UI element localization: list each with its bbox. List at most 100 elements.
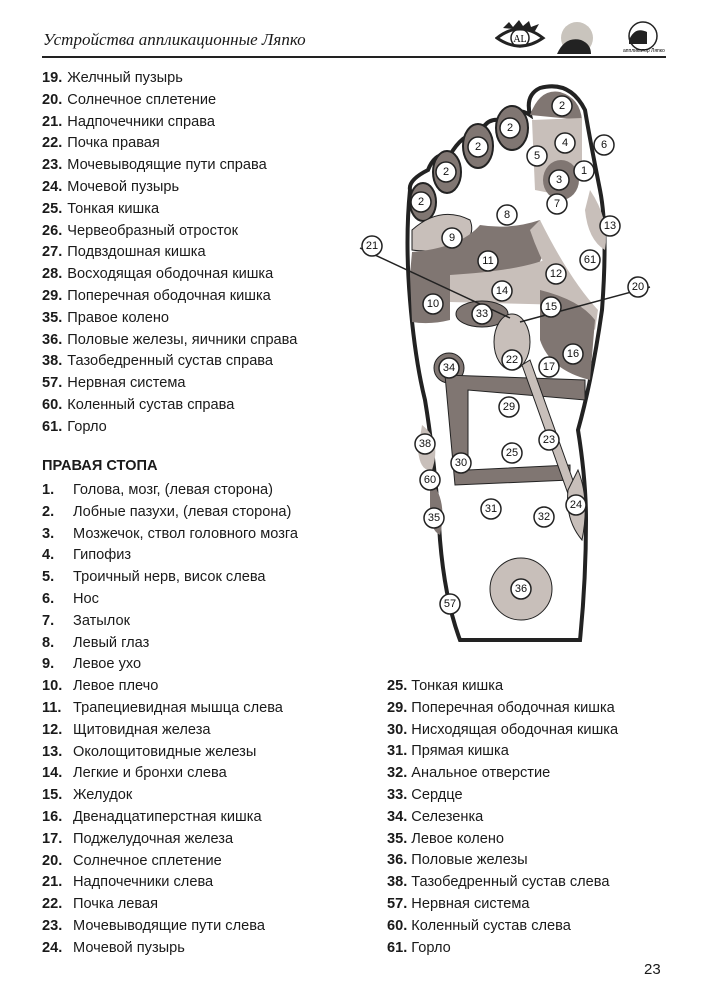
marker-circle	[441, 227, 463, 249]
item-number: 34.	[387, 808, 408, 825]
item-text: Гипофиз	[73, 547, 132, 564]
item-number: 35.	[42, 309, 63, 326]
zone-marker: 32	[533, 506, 555, 528]
list-item: 26.Червеобразный отросток	[42, 221, 297, 243]
list-item: 29.Поперечная ободочная кишка	[387, 698, 618, 720]
list-item: 1.Голова, мозг, (левая сторона)	[42, 480, 298, 502]
list-item: 27.Подвздошная кишка	[42, 242, 297, 264]
list-item: 60.Коленный сустав справа	[42, 395, 297, 417]
list-item: 20.Солнечное сплетение	[42, 851, 298, 873]
item-text: Сердце	[411, 786, 463, 803]
item-number: 61.	[42, 418, 63, 435]
marker-label: 3	[556, 174, 562, 186]
marker-label: 60	[424, 474, 436, 486]
eye-logo-icon: AL	[495, 20, 546, 48]
marker-circle	[545, 263, 567, 285]
zone-marker: 29	[498, 396, 520, 418]
zone-marker: 10	[422, 293, 444, 315]
item-number: 13.	[42, 743, 63, 760]
marker-label: 4	[562, 137, 568, 149]
item-text: Червеобразный отросток	[67, 222, 238, 239]
item-number: 23.	[42, 917, 63, 934]
marker-circle	[499, 117, 521, 139]
item-number: 16.	[42, 808, 63, 825]
item-text: Коленный сустав справа	[67, 396, 235, 413]
page-number: 23	[644, 961, 661, 978]
item-number: 29.	[387, 699, 408, 716]
item-text: Поперечная ободочная кишка	[67, 287, 271, 304]
marker-label: 2	[443, 166, 449, 178]
zone-marker: 14	[491, 280, 513, 302]
item-text: Щитовидная железа	[73, 721, 211, 738]
item-text: Лобные пазухи, (левая сторона)	[73, 503, 292, 520]
item-number: 61.	[387, 939, 408, 956]
item-number: 8.	[42, 634, 55, 651]
applicator-logo-icon: аппликатор Ляпко	[623, 21, 665, 54]
marker-circle	[538, 429, 560, 451]
marker-circle	[491, 280, 513, 302]
item-number: 38.	[387, 874, 408, 891]
item-number: 20.	[42, 852, 63, 869]
list-item: 17.Поджелудочная железа	[42, 829, 298, 851]
marker-label: 31	[485, 503, 497, 515]
marker-circle	[565, 494, 587, 516]
item-number: 29.	[42, 287, 63, 304]
item-text: Правое колено	[67, 309, 170, 326]
zone-marker: 5	[526, 145, 548, 167]
marker-label: 61	[584, 254, 596, 266]
zone-marker: 2	[410, 191, 432, 213]
list-item: 33.Сердце	[387, 785, 618, 807]
marker-circle	[422, 293, 444, 315]
item-text: Левое колено	[411, 830, 505, 847]
marker-circle	[423, 507, 445, 529]
zone-marker: 33	[471, 303, 493, 325]
zone-marker: 2	[435, 161, 457, 183]
marker-circle	[471, 303, 493, 325]
list-item: 23.Мочевыводящие пути справа	[42, 155, 297, 177]
marker-circle	[450, 452, 472, 474]
item-number: 32.	[387, 765, 408, 782]
list-item: 29.Поперечная ободочная кишка	[42, 286, 297, 308]
item-text: Мочевой пузырь	[67, 178, 180, 195]
marker-circle	[501, 442, 523, 464]
item-text: Левое плечо	[73, 678, 159, 695]
item-number: 27.	[42, 244, 63, 261]
marker-circle	[414, 433, 436, 455]
list-item: 36.Половые железы, яичники справа	[42, 330, 297, 352]
zone-marker: 17	[538, 356, 560, 378]
item-text: Прямая кишка	[411, 743, 509, 760]
list-item: 22.Почка правая	[42, 133, 297, 155]
item-text: Нервная система	[67, 375, 186, 392]
list-item: 25.Тонкая кишка	[42, 199, 297, 221]
item-number: 31.	[387, 743, 408, 760]
item-text: Околощитовидные железы	[73, 743, 257, 760]
list-item: 22.Почка левая	[42, 894, 298, 916]
item-text: Нос	[73, 590, 99, 607]
right-foot-zone-list: 1.Голова, мозг, (левая сторона)2. Лобные …	[42, 480, 298, 960]
item-number: 21.	[42, 874, 63, 891]
zone-marker: 8	[496, 204, 518, 226]
publisher-logos: AL аппликатор Ляпко	[495, 20, 665, 54]
item-text: Половые железы	[411, 852, 528, 869]
list-item: 11.Трапециевидная мышца слева	[42, 698, 298, 720]
item-text: Почка левая	[73, 896, 159, 913]
list-item: 24.Мочевой пузырь	[42, 177, 297, 199]
zone-marker: 34	[438, 357, 460, 379]
zone-marker: 36	[510, 578, 532, 600]
item-text: Половые железы, яичники справа	[67, 331, 298, 348]
item-number: 36.	[42, 331, 63, 348]
item-number: 15.	[42, 787, 63, 804]
list-item: 19.Желчный пузырь	[42, 68, 297, 90]
item-number: 2.	[42, 503, 55, 520]
marker-circle	[439, 593, 461, 615]
item-number: 60.	[42, 396, 63, 413]
item-text: Троичный нерв, висок слева	[73, 569, 266, 586]
zone-marker: 7	[546, 193, 568, 215]
list-item: 32.Анальное отверстие	[387, 763, 618, 785]
item-text: Голова, мозг, (левая сторона)	[73, 482, 274, 498]
list-item: 31.Прямая кишка	[387, 741, 618, 763]
item-number: 11.	[42, 699, 62, 716]
